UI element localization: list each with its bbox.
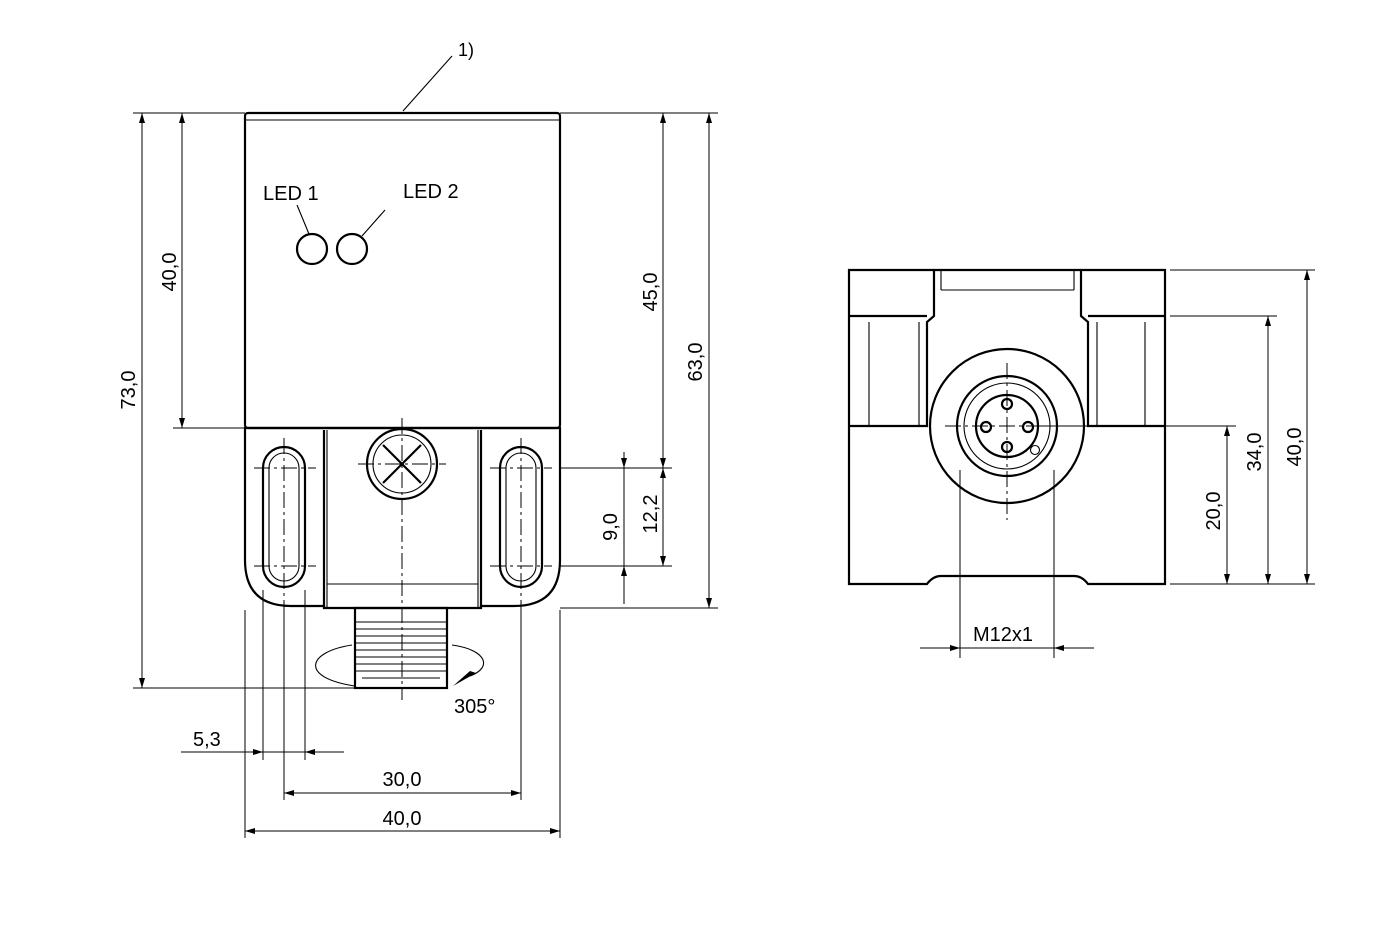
side-view <box>847 268 1167 586</box>
dim-total-width: 40,0 <box>383 808 422 830</box>
housing-body <box>243 111 562 430</box>
front-dimensions <box>133 112 718 838</box>
thread-label: M12x1 <box>973 624 1033 646</box>
note-marker-label: 1) <box>458 40 474 60</box>
rotation-arrow <box>315 644 484 687</box>
dim-side-inner: 34,0 <box>1244 433 1266 472</box>
coding-key <box>1029 444 1041 456</box>
text-labels: 1) LED 1 LED 2 305° M12x1 73,0 40,0 45,0… <box>118 40 1306 830</box>
led-2-label: LED 2 <box>403 181 459 203</box>
dim-hole-spacing: 30,0 <box>383 769 422 791</box>
dim-slot-width: 5,3 <box>193 729 221 751</box>
dim-housing-height: 40,0 <box>159 253 181 292</box>
front-view <box>243 55 562 700</box>
dim-side-width: 40,0 <box>1284 428 1306 467</box>
m12-connector <box>353 606 449 690</box>
led-1-indicator <box>295 232 329 266</box>
dim-slot-pitch: 12,2 <box>640 495 662 534</box>
dim-overall-height: 63,0 <box>685 343 707 382</box>
side-dimensions <box>920 269 1315 658</box>
led-2-indicator <box>335 232 369 266</box>
dim-slot-length: 9,0 <box>600 513 622 541</box>
pin-3 <box>1021 420 1035 434</box>
rotation-label: 305° <box>454 696 495 718</box>
dim-total-height: 73,0 <box>118 371 140 410</box>
pin-2 <box>979 420 993 434</box>
led-1-label: LED 1 <box>263 183 319 205</box>
dim-upper-height: 45,0 <box>640 273 662 312</box>
side-housing <box>847 268 1167 586</box>
dim-connector-axis: 20,0 <box>1203 492 1225 531</box>
